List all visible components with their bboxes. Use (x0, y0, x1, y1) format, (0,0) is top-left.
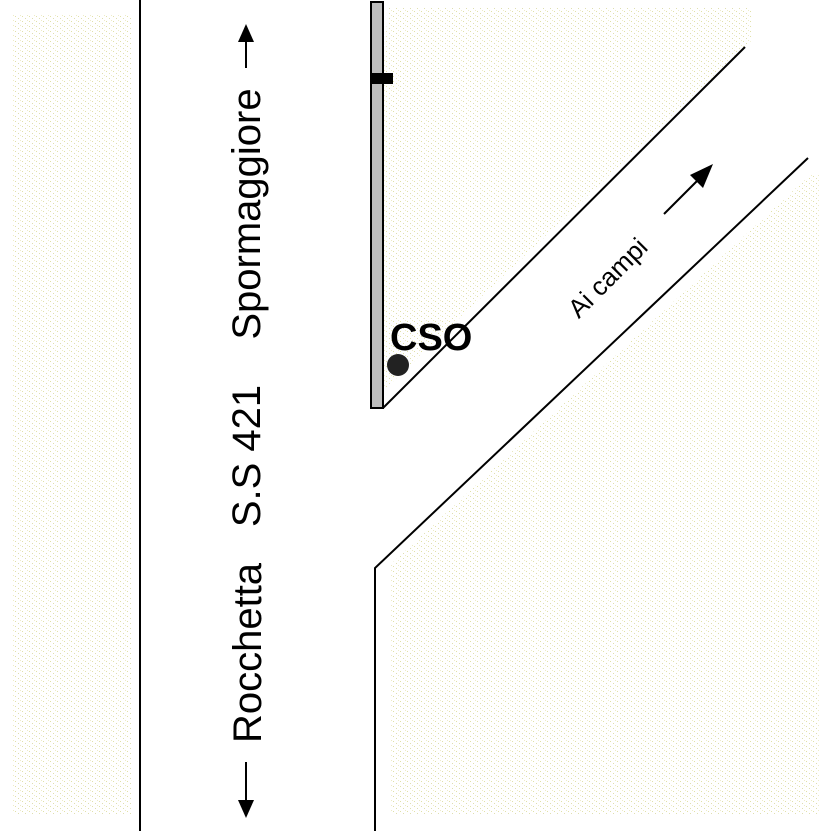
arrow-fields-icon (663, 164, 713, 215)
field-lower-right (390, 175, 820, 815)
road-name-label: S.S 421 (225, 385, 269, 527)
boundary-wall (370, 1, 384, 409)
field-left (12, 15, 132, 815)
field-upper-right (384, 8, 752, 390)
arrow-north-icon (238, 24, 254, 68)
side-road-edge-lower (374, 157, 809, 831)
cso-label: CSO (390, 317, 472, 359)
direction-label-south: Rocchetta (226, 562, 270, 743)
direction-label-north: Spormaggiore (225, 88, 269, 339)
arrow-south-icon (238, 762, 254, 818)
side-road-edge-upper (382, 46, 746, 409)
cso-point-marker (387, 354, 409, 376)
side-road-label: Ai campi (562, 232, 654, 324)
gate-marker (371, 73, 393, 84)
